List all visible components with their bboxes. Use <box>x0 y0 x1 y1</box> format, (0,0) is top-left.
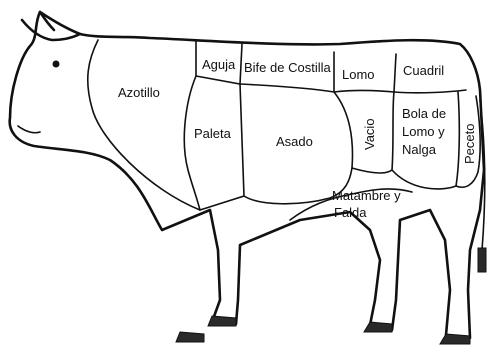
cow-mouth <box>18 126 40 133</box>
label-cuadril: Cuadril <box>403 63 444 78</box>
rear-right-hoof <box>440 334 470 344</box>
label-peceto: Peceto <box>462 124 477 164</box>
label-lomo: Lomo <box>342 67 375 82</box>
label-vacio: Vacio <box>362 118 377 150</box>
label-bola-line1: Bola de <box>402 106 446 121</box>
front-right-hoof <box>176 332 204 342</box>
label-aguja: Aguja <box>202 57 236 72</box>
label-matambre-line2: Falda <box>334 205 367 220</box>
cuadril-boundary <box>394 90 466 93</box>
label-azotillo: Azotillo <box>118 85 160 100</box>
paleta-boundary <box>184 76 244 210</box>
cow-eye <box>53 61 60 68</box>
label-bola-line2: Lomo y <box>402 124 445 139</box>
label-matambre-line1: Matambre y <box>332 188 401 203</box>
front-left-hoof <box>208 316 236 326</box>
azotillo-boundary <box>88 40 200 210</box>
label-bife-de-costilla: Bife de Costilla <box>244 60 331 75</box>
label-paleta: Paleta <box>194 126 232 141</box>
rear-left-hoof <box>364 322 392 332</box>
tail-tuft <box>478 248 486 272</box>
label-asado: Asado <box>276 134 313 149</box>
label-bola-line3: Nalga <box>402 142 437 157</box>
